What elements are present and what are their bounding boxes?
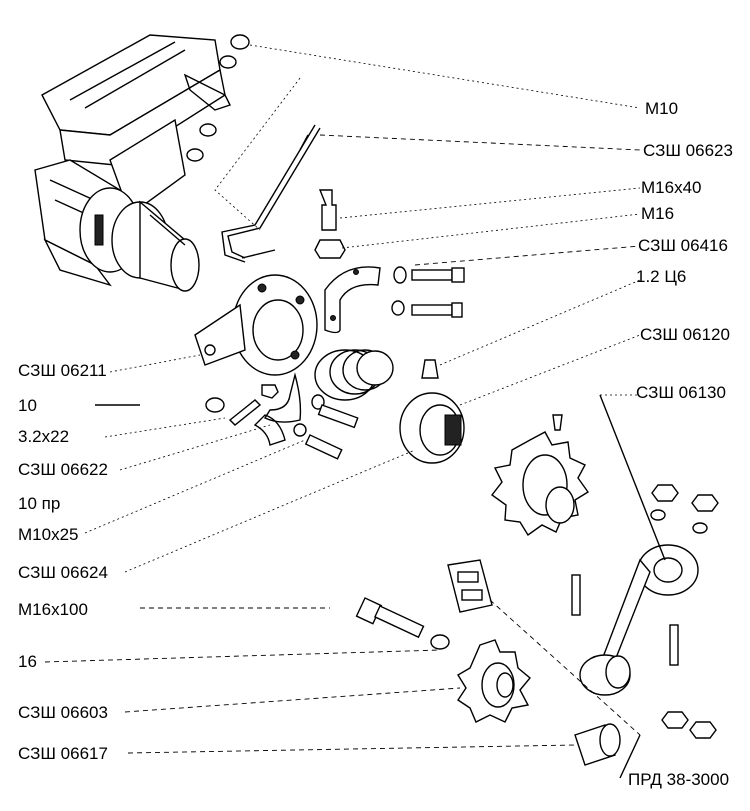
bolts-upper	[314, 189, 465, 318]
label-sshr-06623: СЗШ 06623	[643, 141, 733, 160]
large-sprocket	[491, 414, 590, 537]
long-bolt	[355, 597, 450, 650]
label-prd-38-3000: ПРД 38-3000	[628, 770, 730, 789]
label-m10x25: M10x25	[18, 525, 79, 544]
small-sprocket	[399, 392, 465, 464]
label-m16: M16	[641, 204, 675, 223]
pin	[421, 359, 439, 379]
label-3-2x22: 3.2x22	[18, 427, 70, 446]
label-sshr-06617: СЗШ 06617	[18, 744, 108, 763]
spring	[314, 349, 394, 401]
nuts-right	[650, 484, 719, 739]
tensioner-arm	[571, 544, 699, 696]
label-sshr-06130: СЗШ 06130	[636, 383, 726, 402]
label-sshr-06622: СЗШ 06622	[18, 460, 108, 479]
leader-lines	[44, 44, 666, 779]
label-m10: M10	[645, 99, 679, 118]
label-sshr-06211: СЗШ 06211	[18, 361, 107, 380]
label-10: 10	[18, 396, 37, 415]
small-parts-left	[205, 384, 359, 460]
lower-sprocket	[457, 639, 531, 723]
label-sshr-06624: СЗШ 06624	[18, 563, 108, 582]
shaft	[79, 187, 200, 292]
half-rings	[263, 266, 381, 423]
label-10-pr: 10 пр	[18, 494, 61, 513]
frame-nuts	[183, 34, 250, 162]
label-16: 16	[18, 652, 37, 671]
hub-housing	[194, 274, 318, 376]
label-sshr-06120: СЗШ 06120	[640, 325, 730, 344]
chain-bracket	[447, 559, 493, 613]
sleeve	[574, 723, 621, 766]
rod	[221, 124, 321, 263]
label-1-2-c6: 1.2 Ц6	[636, 267, 687, 286]
label-m16x100: M16x100	[18, 600, 88, 619]
label-sshr-06603: СЗШ 06603	[18, 703, 108, 722]
label-m16x40: M16x40	[641, 178, 702, 197]
label-sshr-06416: СЗШ 06416	[638, 236, 728, 255]
